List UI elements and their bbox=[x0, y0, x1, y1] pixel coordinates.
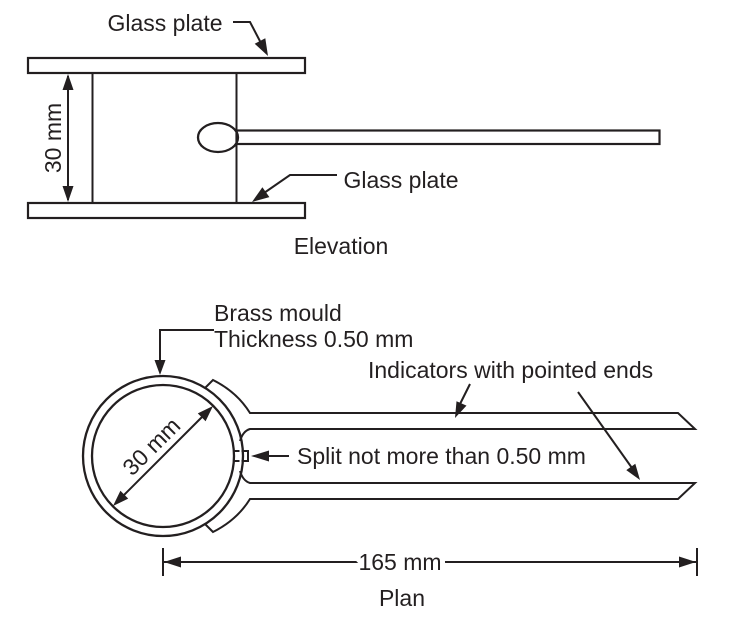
length-dimension: 165 mm bbox=[162, 544, 698, 580]
leader-line bbox=[233, 21, 263, 46]
indicator-bar-elevation bbox=[235, 129, 661, 146]
length-dimension-label: 165 mm bbox=[358, 549, 441, 575]
arrow-up-icon bbox=[62, 74, 74, 90]
split-mark bbox=[233, 449, 249, 463]
plan-caption: Plan bbox=[379, 585, 425, 611]
leader-line bbox=[577, 391, 633, 469]
diameter-dimension-label: 30 mm bbox=[117, 412, 185, 480]
arrow-upright-icon bbox=[197, 406, 213, 422]
brass-mould-label-line2: Thickness 0.50 mm bbox=[214, 326, 413, 352]
leader-arrow-icon bbox=[154, 360, 166, 375]
glass-plate-top-callout: Glass plate bbox=[107, 10, 268, 56]
leader-arrow-icon bbox=[251, 450, 269, 462]
indicators-callout: Indicators with pointed ends bbox=[368, 357, 653, 480]
leader-arrow-icon bbox=[252, 187, 270, 202]
brass-mould-callout: Brass mould Thickness 0.50 mm bbox=[154, 300, 413, 375]
split-callout: Split not more than 0.50 mm bbox=[251, 443, 586, 469]
leader-arrow-icon bbox=[455, 401, 467, 418]
indicator-arm-bottom bbox=[204, 470, 698, 534]
elevation-caption: Elevation bbox=[294, 233, 389, 259]
indicator-eye bbox=[196, 121, 240, 154]
diameter-dimension-line bbox=[123, 416, 203, 496]
brass-mould-label-line1: Brass mould bbox=[214, 300, 342, 326]
glass-plate-top-label: Glass plate bbox=[107, 10, 222, 36]
glass-plate-bottom bbox=[26, 201, 307, 220]
arrow-downleft-icon bbox=[113, 490, 129, 506]
indicator-arm-top bbox=[204, 378, 698, 442]
plan-view: 30 mm Brass mould Thickness 0.50 mm Indi… bbox=[81, 300, 698, 611]
glass-plate-bottom-callout: Glass plate bbox=[252, 167, 459, 202]
arrow-down-icon bbox=[62, 186, 74, 202]
leader-arrow-icon bbox=[626, 463, 640, 480]
indicators-label: Indicators with pointed ends bbox=[368, 357, 653, 383]
leader-line bbox=[159, 329, 214, 360]
height-dimension: 30 mm bbox=[40, 74, 74, 202]
glass-plate-bottom-label: Glass plate bbox=[343, 167, 458, 193]
brass-mould-ring-outer bbox=[81, 374, 245, 538]
leader-arrow-icon bbox=[254, 38, 268, 56]
height-dimension-label: 30 mm bbox=[40, 103, 66, 173]
leader-line bbox=[458, 383, 471, 407]
split-label: Split not more than 0.50 mm bbox=[297, 443, 586, 469]
leader-line bbox=[263, 174, 337, 194]
brass-mould-ring-inner bbox=[90, 383, 236, 529]
elevation-view: 30 mm Glass plate Glass plate Elevation bbox=[26, 10, 661, 259]
arrow-left-icon bbox=[164, 556, 181, 568]
arrow-right-icon bbox=[679, 556, 696, 568]
diameter-dimension: 30 mm bbox=[112, 406, 213, 506]
glass-plate-top bbox=[26, 56, 307, 75]
